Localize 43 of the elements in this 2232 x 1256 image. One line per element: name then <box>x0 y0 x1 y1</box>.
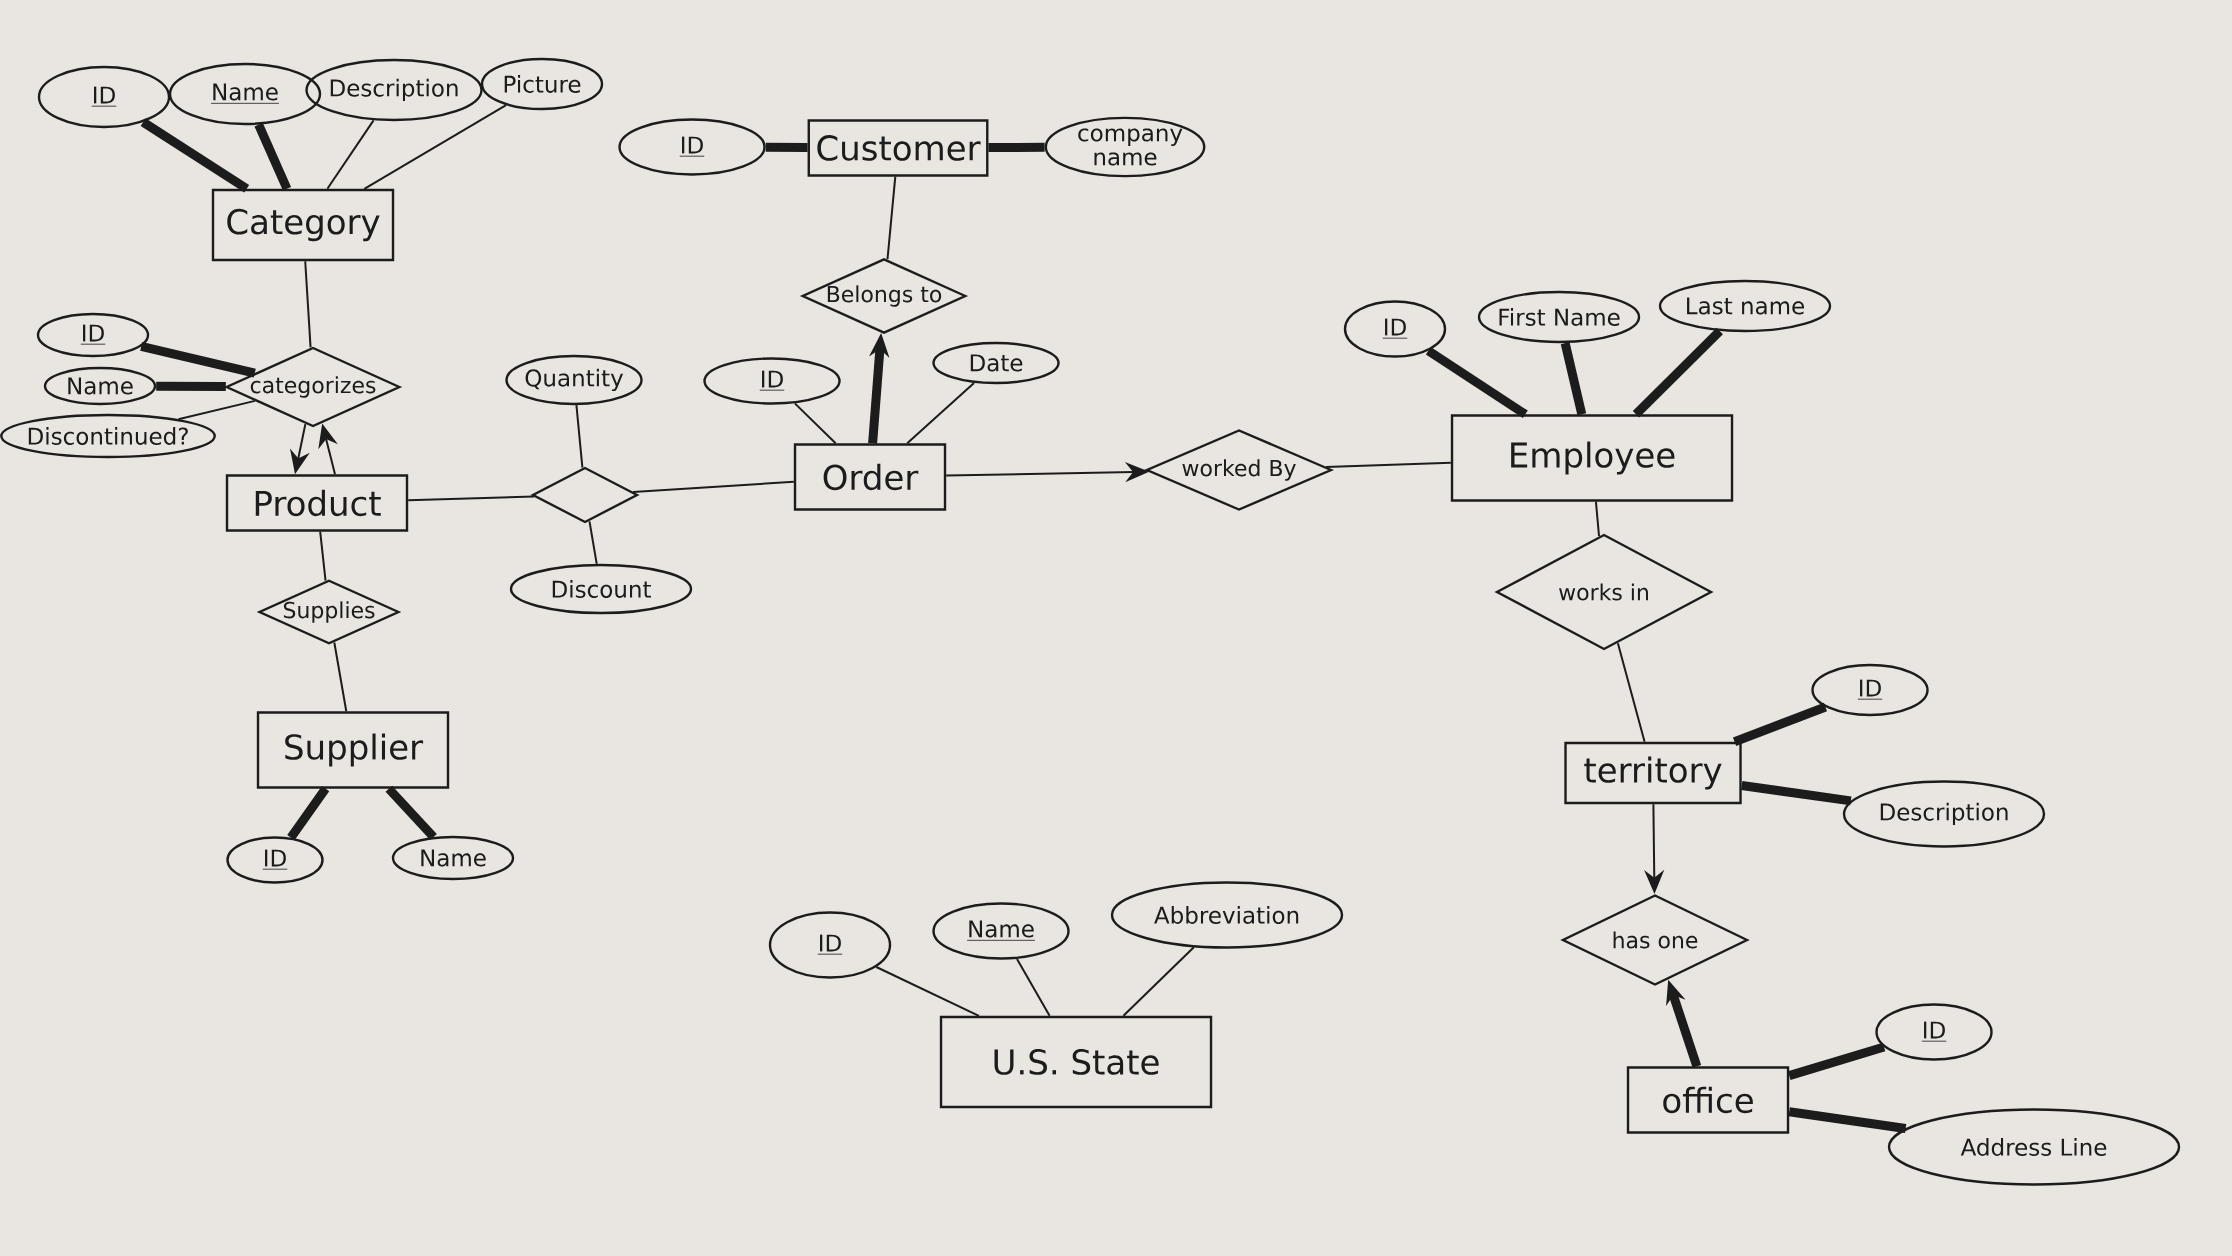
connector-line <box>1788 1107 1907 1133</box>
entity-box: Category <box>211 188 395 262</box>
connector-line <box>1632 327 1723 418</box>
connector-line <box>304 260 312 349</box>
connector-line <box>319 530 327 582</box>
connector-line <box>1787 1042 1886 1080</box>
connector-line <box>333 641 348 713</box>
connector-line <box>1325 461 1452 469</box>
connector-line <box>1732 702 1828 746</box>
connector-line <box>1741 781 1852 806</box>
entity-box: Customer <box>807 119 989 177</box>
connector-line <box>1616 642 1646 743</box>
entity-box: U.S. State <box>939 1015 1213 1109</box>
connector-line <box>287 786 330 841</box>
entity-box: territory <box>1564 741 1742 805</box>
connector-line <box>1122 946 1195 1017</box>
connector-line <box>140 118 250 193</box>
connector-line <box>140 342 256 378</box>
connector-line <box>1425 347 1528 419</box>
connector-line <box>1016 957 1051 1017</box>
connector-line <box>575 404 584 469</box>
entity-box: office <box>1626 1066 1790 1134</box>
connector-line <box>326 119 375 190</box>
connector-line <box>988 142 1045 153</box>
entity-box: Supplier <box>256 711 450 789</box>
connector-line <box>254 122 292 191</box>
connector-line <box>875 966 980 1017</box>
entity-box: Product <box>225 474 409 532</box>
entity-box: Order <box>793 443 947 511</box>
connector-line <box>886 175 897 261</box>
connector-line <box>156 381 226 392</box>
connector-line <box>363 104 508 190</box>
connector-line <box>793 402 837 445</box>
connector-line <box>1560 342 1587 416</box>
connector-line <box>177 399 256 421</box>
connector-line <box>1594 500 1600 537</box>
connector-line <box>385 785 437 840</box>
connector-line <box>407 495 536 502</box>
connector-line <box>765 142 808 153</box>
connector-line <box>906 381 975 445</box>
connector-line <box>588 520 598 565</box>
connector-line <box>632 480 795 493</box>
entity-box: Employee <box>1450 414 1734 502</box>
